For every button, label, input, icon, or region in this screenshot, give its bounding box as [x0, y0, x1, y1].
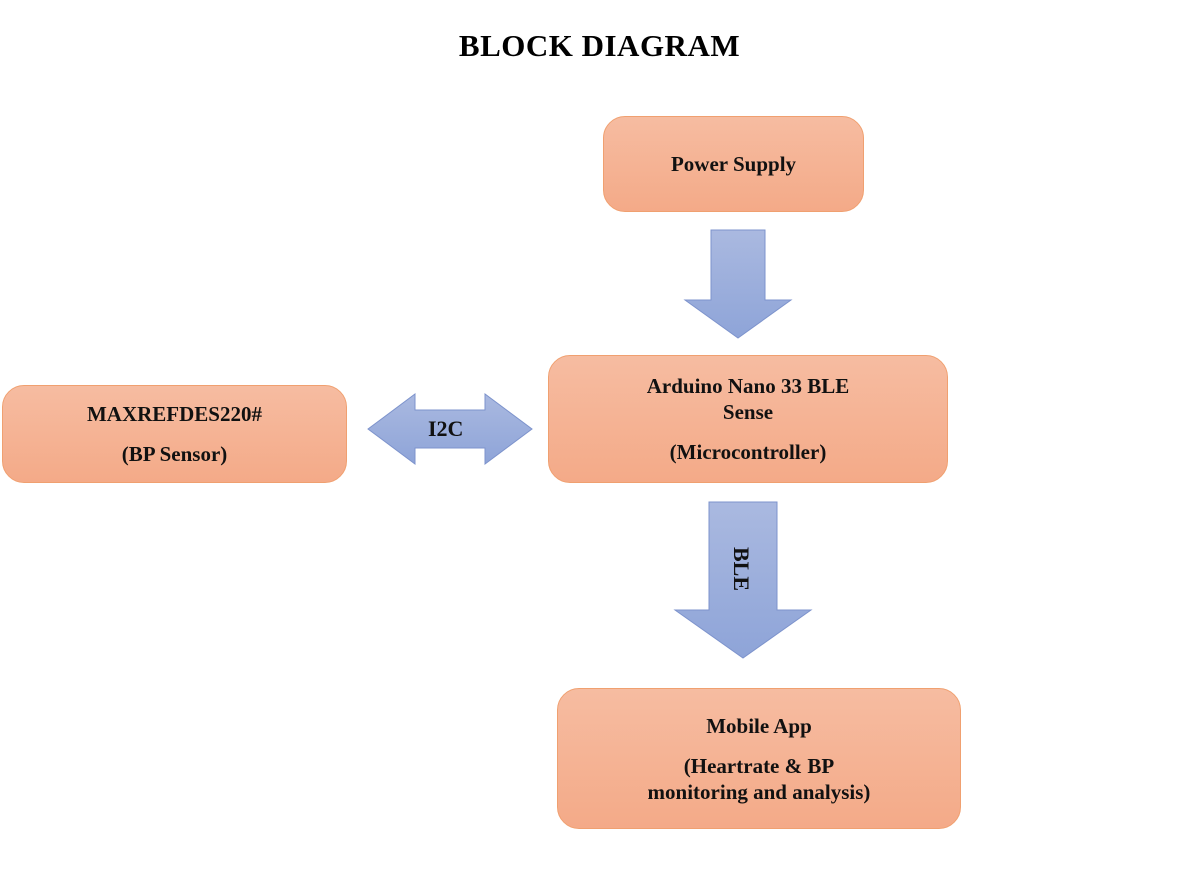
- block-label: MAXREFDES220#: [86, 402, 262, 426]
- ble-label: BLE: [729, 546, 755, 592]
- mobile-app-block: Mobile App (Heartrate & BP monitoring an…: [557, 688, 961, 829]
- bp-sensor-block: MAXREFDES220# (BP Sensor): [2, 385, 347, 483]
- diagram-title: BLOCK DIAGRAM: [458, 28, 741, 63]
- power-supply-block: Power Supply: [603, 116, 864, 212]
- block-sublabel: (Heartrate & BP: [683, 753, 835, 778]
- ble-arrow: [673, 501, 813, 659]
- block-sublabel: (BP Sensor): [121, 442, 228, 466]
- i2c-double-arrow: [367, 393, 533, 465]
- block-label: Power Supply: [670, 152, 797, 176]
- block-label: Arduino Nano 33 BLE: [646, 374, 850, 398]
- i2c-label: I2C: [428, 416, 464, 441]
- block-sublabel: (Microcontroller): [669, 440, 827, 464]
- block-label-cont: Sense: [722, 400, 774, 424]
- block-sublabel-cont: monitoring and analysis): [647, 779, 871, 804]
- microcontroller-block: Arduino Nano 33 BLE Sense (Microcontroll…: [548, 355, 948, 483]
- power-to-mcu-arrow: [683, 229, 793, 339]
- block-label: Mobile App: [706, 713, 812, 738]
